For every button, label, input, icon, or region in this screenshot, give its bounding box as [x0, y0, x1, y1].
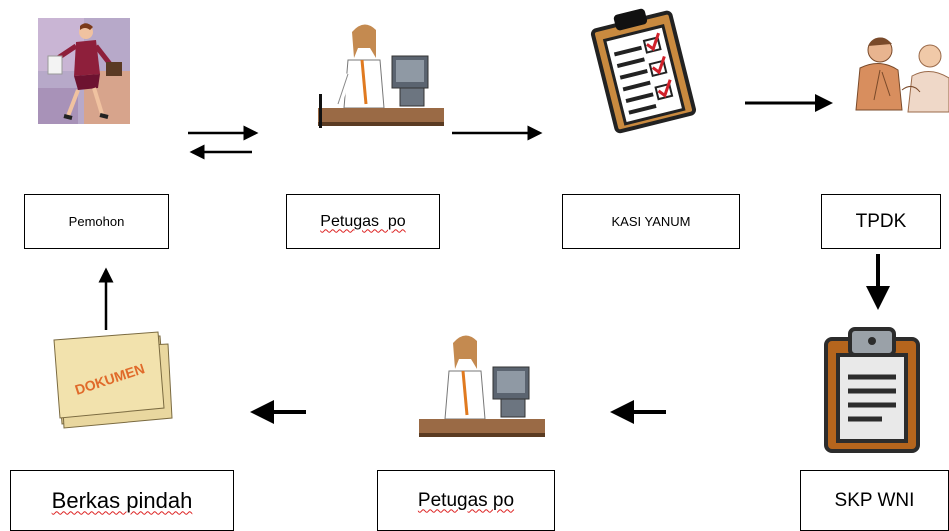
document-folder-icon: DOKUMEN — [53, 331, 173, 429]
node-berkas-pindah: Berkas pindah — [10, 470, 234, 531]
node-petugas-top-label: Petugas po — [320, 212, 406, 230]
node-kasi-yanum-label: KASI YANUM — [611, 214, 691, 229]
node-pemohon-label: Pemohon — [68, 214, 125, 229]
node-petugas-top: Petugas po — [286, 194, 440, 249]
node-tpdk-label: TPDK — [855, 210, 907, 232]
node-tpdk: TPDK — [821, 194, 941, 249]
node-kasi-yanum: KASI YANUM — [562, 194, 740, 249]
node-skp-wni: SKP WNI — [800, 470, 949, 531]
node-petugas-bottom: Petugas po — [377, 470, 555, 531]
node-petugas-bottom-label: Petugas po — [417, 489, 515, 511]
node-berkas-pindah-label: Berkas pindah — [51, 487, 193, 513]
people-meeting-icon — [855, 37, 949, 113]
node-pemohon: Pemohon — [24, 194, 169, 249]
clerk-at-computer-icon — [318, 24, 444, 128]
checklist-clipboard-icon — [590, 8, 697, 134]
clerk-at-computer-icon — [419, 335, 545, 437]
clipboard-document-icon — [824, 327, 920, 453]
woman-walking-icon — [38, 18, 130, 124]
node-skp-wni-label: SKP WNI — [834, 489, 915, 511]
